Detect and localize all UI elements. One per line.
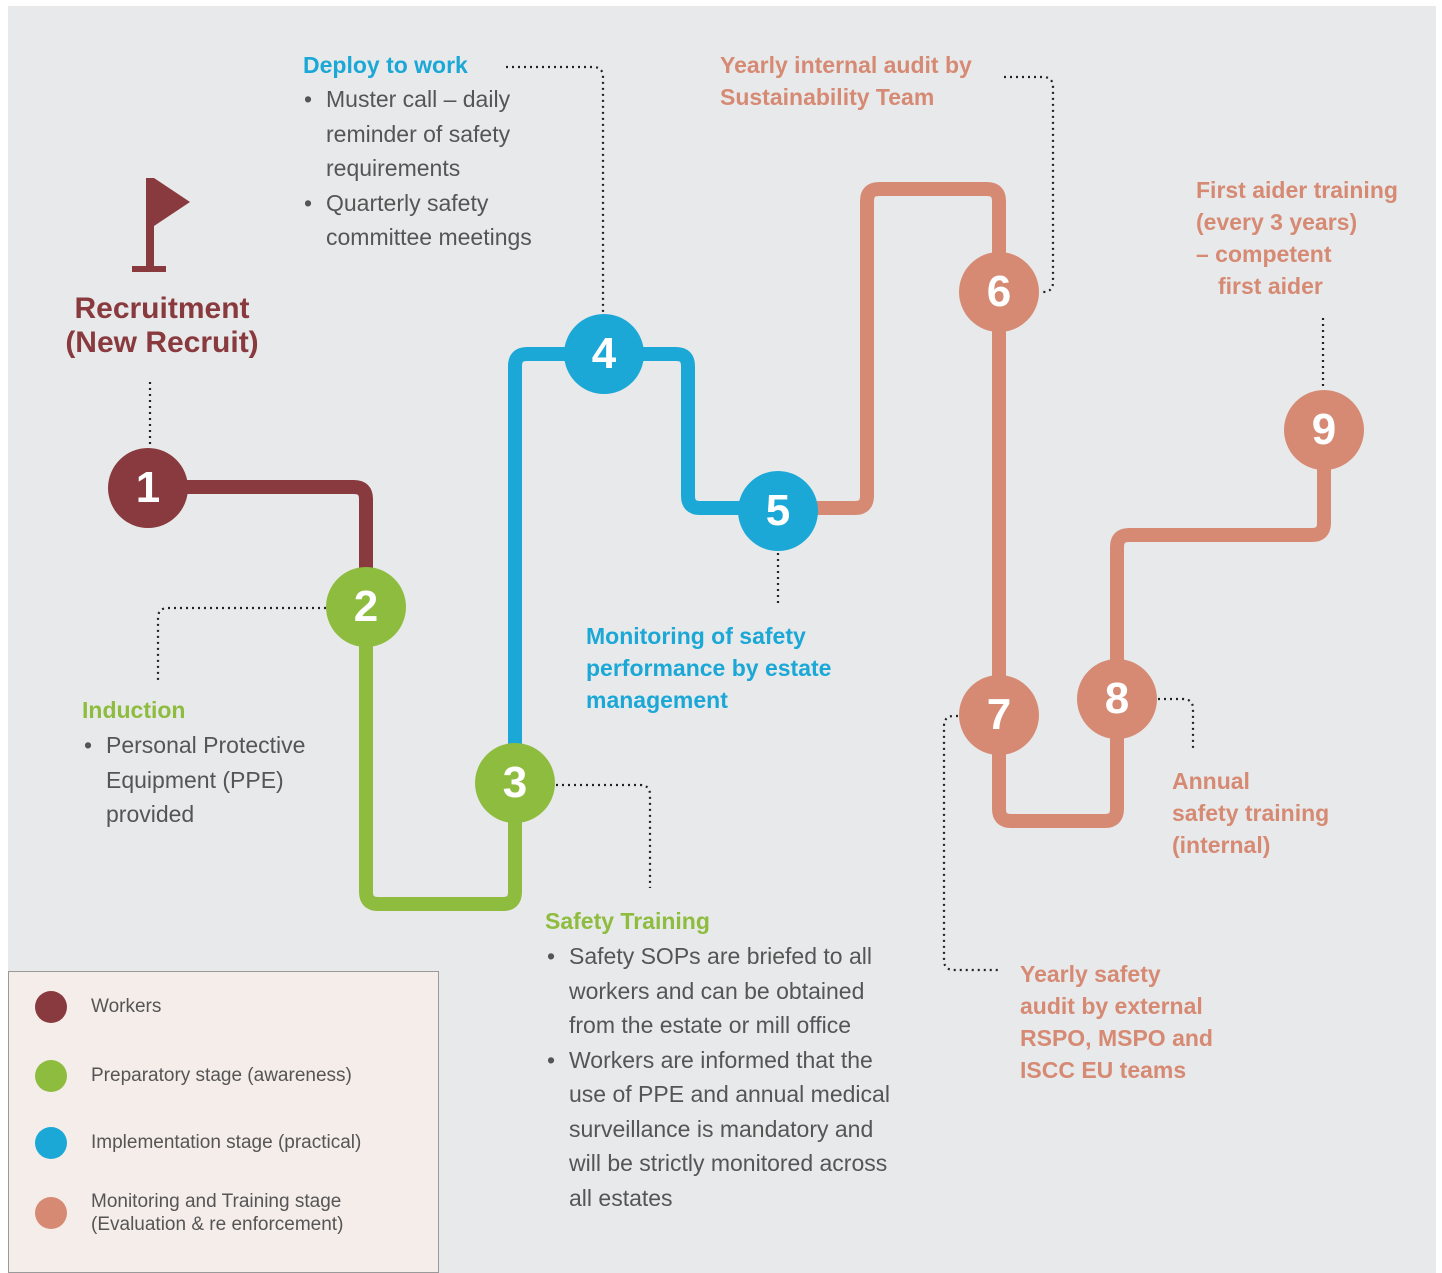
- step-node-9: 9: [1284, 390, 1364, 470]
- first-aider-line3: – competent: [1196, 241, 1332, 267]
- flag-icon: [132, 178, 190, 272]
- leader-line-4: [506, 65, 605, 312]
- legend-dot-monitoring: [35, 1197, 67, 1229]
- path-segment-monitoring: [778, 182, 1331, 828]
- induction-title: Induction: [82, 697, 186, 723]
- step-node-8: 8: [1077, 659, 1157, 739]
- monitoring-estate-label: Monitoring of safety performance by esta…: [586, 620, 831, 716]
- legend-dot-implementation: [35, 1127, 67, 1159]
- step-node-2: 2: [326, 567, 406, 647]
- legend-label-monitoring-line2: (Evaluation & re enforcement): [91, 1214, 344, 1235]
- first-aider-line2: (every 3 years): [1196, 209, 1358, 235]
- legend-label-implementation: Implementation stage (practical): [91, 1132, 362, 1153]
- legend-item-workers: Workers: [35, 991, 161, 1023]
- annual-training-line1: Annual: [1172, 768, 1250, 794]
- internal-audit-line2: Sustainability Team: [720, 84, 935, 110]
- recruitment-title-line2: (New Recruit): [65, 326, 259, 359]
- step-node-5: 5: [738, 471, 818, 551]
- legend-label-workers: Workers: [91, 996, 162, 1017]
- legend-item-implementation: Implementation stage (practical): [35, 1127, 361, 1159]
- deploy-bullet-1: Muster call – daily reminder of safety r…: [304, 82, 562, 186]
- legend-item-preparatory: Preparatory stage (awareness): [35, 1060, 352, 1092]
- monitoring-estate-line3: management: [586, 687, 728, 713]
- induction-list: Personal Protective Equipment (PPE) prov…: [84, 728, 334, 832]
- legend-label-monitoring-line1: Monitoring and Training stage: [91, 1191, 342, 1212]
- step-node-7: 7: [959, 675, 1039, 755]
- first-aider-line4: first aider: [1218, 273, 1323, 299]
- recruitment-title: Recruitment (New Recruit): [40, 292, 284, 360]
- path-segment-implementation: [508, 347, 778, 783]
- external-audit-line4: ISCC EU teams: [1020, 1057, 1187, 1083]
- safety-training-bullet-1: Safety SOPs are briefed to all workers a…: [547, 939, 907, 1043]
- path-segment-preparatory: [359, 607, 522, 911]
- leader-line-8: [1158, 697, 1195, 750]
- path-segment-workers: [148, 480, 373, 607]
- leader-line-6: [1004, 75, 1055, 294]
- deploy-title: Deploy to work: [303, 52, 468, 78]
- leader-line-3: [556, 783, 652, 888]
- legend-dot-workers: [35, 991, 67, 1023]
- deploy-list: Muster call – daily reminder of safety r…: [304, 82, 562, 255]
- recruitment-title-line1: Recruitment: [74, 292, 250, 325]
- annual-training-label: Annual safety training (internal): [1172, 765, 1329, 861]
- legend: Workers Preparatory stage (awareness) Im…: [8, 971, 439, 1273]
- annual-training-line3: (internal): [1172, 832, 1271, 858]
- legend-label-preparatory: Preparatory stage (awareness): [91, 1065, 352, 1086]
- external-audit-line3: RSPO, MSPO and: [1020, 1025, 1213, 1051]
- legend-dot-preparatory: [35, 1060, 67, 1092]
- external-audit-line2: audit by external: [1020, 993, 1203, 1019]
- safety-training-bullet-2: Workers are informed that the use of PPE…: [547, 1043, 907, 1216]
- annual-training-line2: safety training: [1172, 800, 1330, 826]
- legend-label-monitoring: Monitoring and Training stage (Evaluatio…: [91, 1190, 343, 1236]
- safety-training-title: Safety Training: [545, 908, 710, 934]
- internal-audit-label: Yearly internal audit by Sustainability …: [720, 49, 972, 113]
- monitoring-estate-line2: performance by estate: [586, 655, 832, 681]
- step-node-3: 3: [475, 743, 555, 823]
- external-audit-label: Yearly safety audit by external RSPO, MS…: [1020, 958, 1213, 1086]
- deploy-bullet-2: Quarterly safety committee meetings: [304, 186, 562, 255]
- monitoring-estate-line1: Monitoring of safety: [586, 623, 806, 649]
- leader-line-2: [156, 606, 326, 680]
- induction-bullet-1: Personal Protective Equipment (PPE) prov…: [84, 728, 334, 832]
- step-node-4: 4: [564, 314, 644, 394]
- legend-item-monitoring: Monitoring and Training stage (Evaluatio…: [35, 1190, 343, 1236]
- first-aider-line1: First aider training: [1196, 177, 1398, 203]
- safety-training-list: Safety SOPs are briefed to all workers a…: [547, 939, 907, 1215]
- first-aider-label: First aider training (every 3 years) – c…: [1196, 174, 1398, 302]
- step-node-1: 1: [108, 448, 188, 528]
- internal-audit-line1: Yearly internal audit by: [720, 52, 972, 78]
- external-audit-line1: Yearly safety: [1020, 961, 1161, 987]
- step-node-6: 6: [959, 252, 1039, 332]
